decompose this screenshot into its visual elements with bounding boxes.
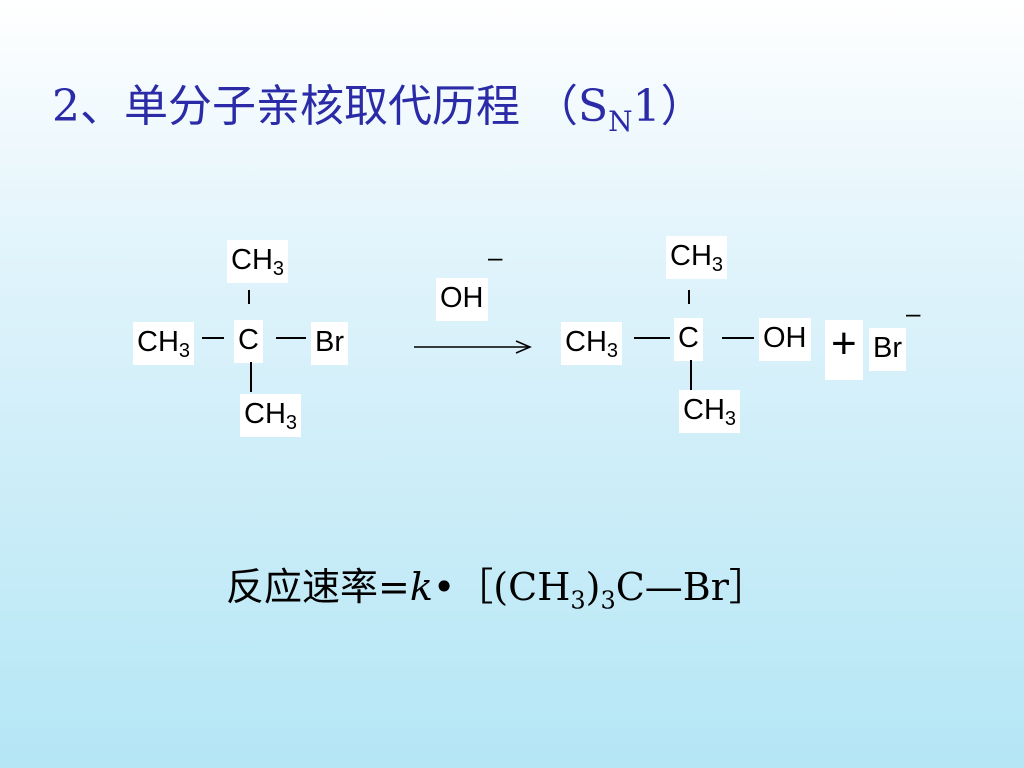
product-bottom-methyl: CH3 bbox=[679, 390, 741, 433]
page-title: 2、单分子亲核取代历程 （SN1） bbox=[52, 81, 705, 138]
reactant-bromine: Br bbox=[311, 322, 348, 365]
rate-equation: 反应速率=k•［(CH3)3C—Br］ bbox=[226, 565, 767, 615]
reactant-bond-right bbox=[276, 337, 306, 339]
reaction-arrow bbox=[414, 340, 532, 354]
product-bond-bottom bbox=[690, 360, 692, 390]
bromide-label: Br bbox=[869, 328, 906, 371]
reactant-bottom-methyl: CH3 bbox=[240, 394, 302, 437]
reactant-bond-bottom bbox=[250, 362, 252, 392]
bromide-charge: – bbox=[906, 298, 921, 328]
hydroxide-label: OH bbox=[436, 278, 488, 321]
product-left-methyl: CH3 bbox=[561, 322, 623, 365]
reactant-center-carbon: C bbox=[234, 320, 263, 363]
product-bond-right bbox=[722, 337, 754, 339]
reactant-left-methyl: CH3 bbox=[133, 322, 195, 365]
product-bond-left bbox=[634, 337, 670, 339]
product-bond-top bbox=[688, 290, 690, 304]
reactant-bond-top bbox=[248, 290, 250, 304]
reactant-bond-left bbox=[202, 337, 224, 339]
plus-sign: + bbox=[825, 320, 863, 380]
product-center-carbon: C bbox=[674, 318, 703, 361]
product-top-methyl: CH3 bbox=[666, 236, 728, 279]
hydroxide-charge: – bbox=[488, 242, 503, 272]
product-hydroxyl: OH bbox=[759, 318, 811, 361]
reactant-top-methyl: CH3 bbox=[227, 240, 289, 283]
